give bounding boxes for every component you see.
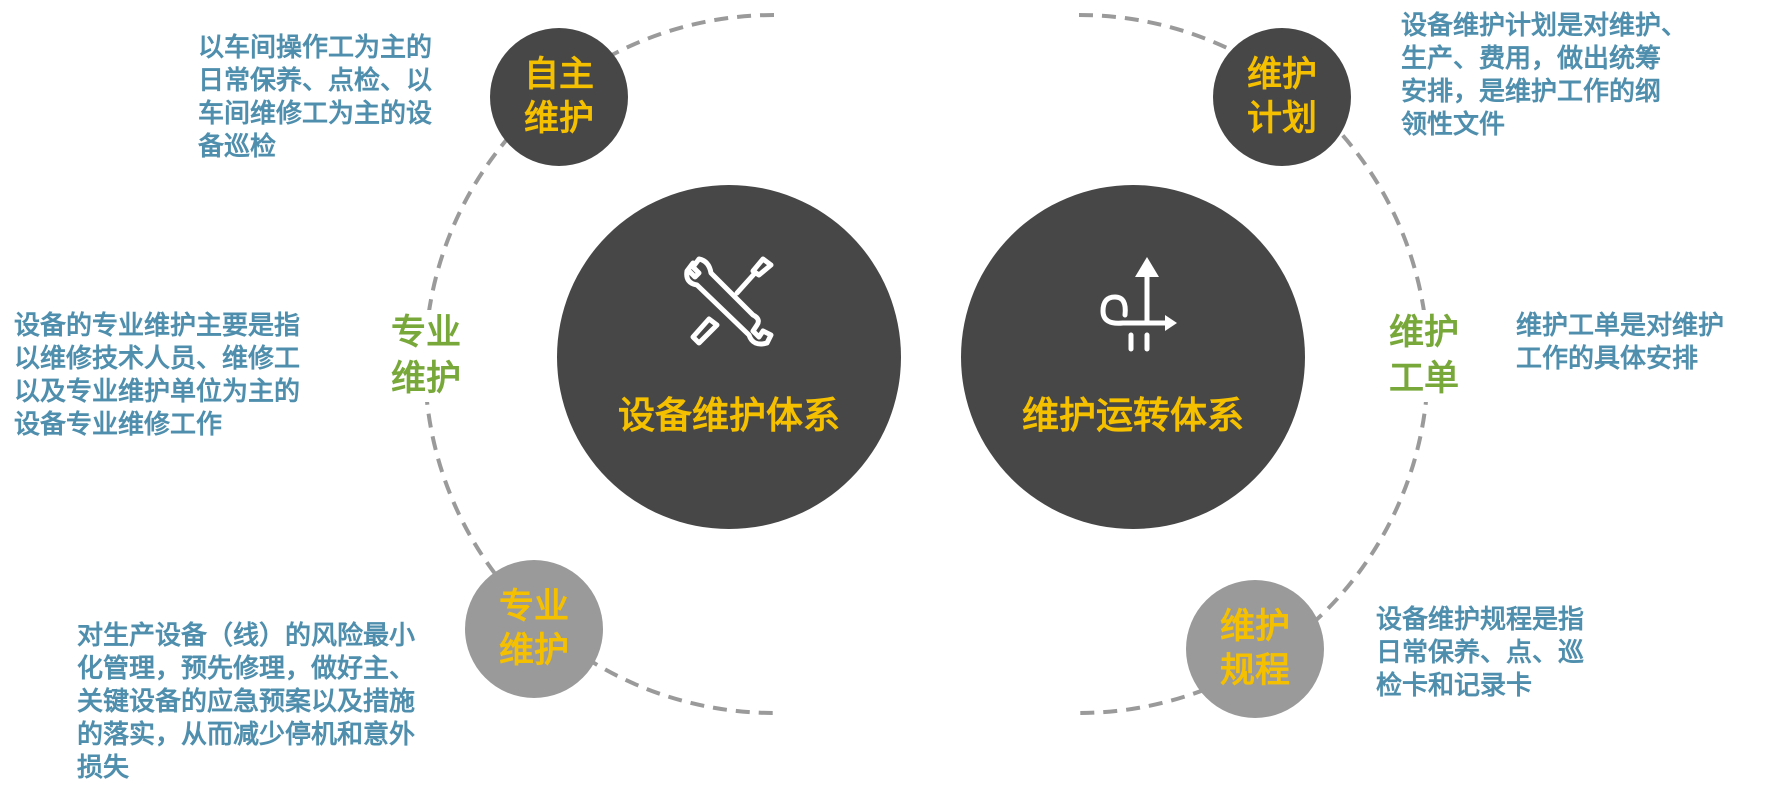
- desc-line: 以车间操作工为主的: [198, 33, 433, 63]
- node-label: 计划: [1246, 99, 1317, 139]
- node-label: 维护: [390, 359, 461, 399]
- route-arrows-icon: [1100, 257, 1177, 352]
- desc-line: 设备专业维修工作: [14, 410, 223, 440]
- desc-line: 化管理，预先修理，做好主、: [77, 654, 416, 684]
- node-label: 工单: [1388, 359, 1459, 399]
- node-label: 维护: [523, 99, 594, 139]
- work-order-description: 维护工单是对维护 工作的具体安排: [1516, 310, 1724, 376]
- professional-maintenance-node: 专业 维护: [465, 560, 603, 698]
- wrench-screwdriver-icon: [684, 256, 774, 347]
- desc-line: 以及专业维护单位为主的: [14, 377, 301, 407]
- desc-line: 生产、费用，做出统筹: [1401, 44, 1662, 74]
- maintenance-operation-system-circle: 维护运转体系: [961, 185, 1305, 529]
- maintenance-procedure-node: 维护 规程: [1186, 580, 1324, 718]
- node-label: 规程: [1219, 651, 1290, 691]
- left-system-title: 设备维护体系: [618, 394, 840, 437]
- desc-line: 设备的专业维护主要是指: [14, 311, 301, 341]
- node-label: 维护: [1246, 55, 1317, 95]
- desc-line: 设备维护规程是指: [1376, 605, 1585, 635]
- professional-maintenance-label: 专业 维护: [386, 310, 466, 402]
- node-label: 维护: [1219, 607, 1290, 647]
- desc-line: 领性文件: [1401, 110, 1506, 140]
- maintenance-plan-description: 设备维护计划是对维护、 生产、费用，做出统筹 安排，是维护工作的纲 领性文件: [1401, 10, 1687, 142]
- desc-line: 对生产设备（线）的风险最小: [77, 621, 416, 651]
- desc-line: 检卡和记录卡: [1376, 671, 1533, 701]
- equipment-maintenance-system-circle: 设备维护体系: [557, 185, 901, 529]
- desc-line: 的落实，从而减少停机和意外: [77, 720, 416, 750]
- desc-line: 损失: [77, 753, 130, 783]
- professional-maintenance-description: 设备的专业维护主要是指 以维修技术人员、维修工 以及专业维护单位为主的 设备专业…: [14, 310, 300, 442]
- autonomous-maintenance-description: 以车间操作工为主的 日常保养、点检、以 车间维修工为主的设 备巡检: [198, 32, 432, 164]
- node-label: 自主: [523, 55, 594, 95]
- autonomous-maintenance-node: 自主 维护: [490, 28, 628, 166]
- desc-line: 以维修技术人员、维修工: [14, 344, 301, 374]
- maintenance-procedure-description: 设备维护规程是指 日常保养、点、巡 检卡和记录卡: [1376, 604, 1584, 703]
- desc-line: 安排，是维护工作的纲: [1401, 77, 1662, 107]
- maintenance-plan-node: 维护 计划: [1213, 28, 1351, 166]
- desc-line: 车间维修工为主的设: [198, 99, 433, 129]
- desc-line: 设备维护计划是对维护、: [1401, 11, 1688, 41]
- risk-management-description: 对生产设备（线）的风险最小 化管理，预先修理，做好主、 关键设备的应急预案以及措…: [77, 620, 415, 785]
- node-label: 维护: [498, 631, 569, 671]
- node-label: 维护: [1388, 313, 1459, 353]
- work-order-label: 维护 工单: [1384, 310, 1464, 402]
- right-system-title: 维护运转体系: [1022, 394, 1244, 437]
- desc-line: 关键设备的应急预案以及措施: [77, 687, 416, 717]
- node-label: 专业: [390, 313, 461, 353]
- desc-line: 工作的具体安排: [1516, 344, 1699, 374]
- node-label: 专业: [498, 587, 569, 627]
- desc-line: 日常保养、点检、以: [198, 66, 433, 96]
- desc-line: 备巡检: [198, 132, 277, 162]
- desc-line: 日常保养、点、巡: [1376, 638, 1585, 668]
- desc-line: 维护工单是对维护: [1516, 311, 1725, 341]
